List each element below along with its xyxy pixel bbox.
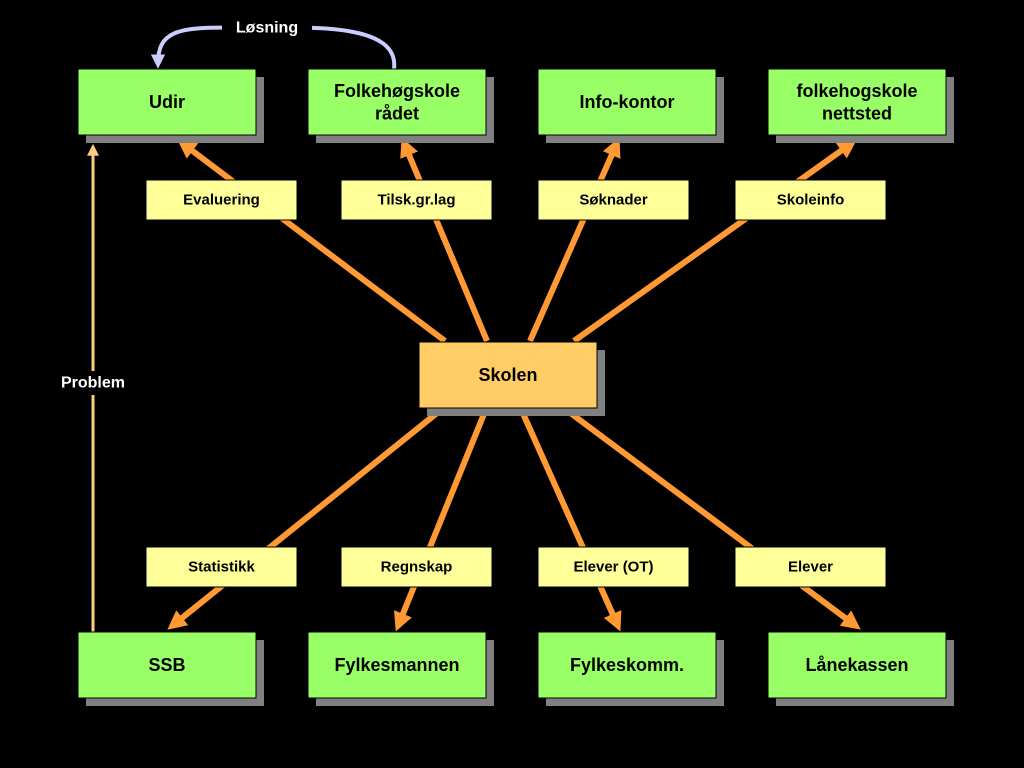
edge-label-top: Skoleinfo	[734, 179, 887, 221]
problem-label-bg	[50, 371, 136, 395]
box-label: rådet	[375, 103, 419, 123]
edge-label-top: Søknader	[537, 179, 690, 221]
node-lanekassen: Lånekassen	[767, 631, 954, 706]
box-label: Tilsk.gr.lag	[377, 192, 455, 209]
box-label: SSB	[148, 655, 185, 675]
box-shape	[537, 631, 717, 699]
edge-label-top: Tilsk.gr.lag	[340, 179, 493, 221]
box-label: nettsted	[822, 103, 892, 123]
node-fylkeskomm: Fylkeskomm.	[537, 631, 724, 706]
box-shape	[418, 341, 598, 409]
edge-label-bottom: Elever	[734, 546, 887, 588]
box-label: Elever	[788, 559, 833, 576]
node-ssb: SSB	[77, 631, 264, 706]
box-shape	[145, 546, 298, 588]
box-label: Fylkeskomm.	[570, 655, 684, 675]
box-label: Statistikk	[188, 559, 255, 576]
labels-layer: Evaluering Tilsk.gr.lag Søknader SkoleinfoS…	[50, 16, 887, 588]
losning-label-bg	[222, 16, 312, 40]
box-label: Skolen	[478, 365, 537, 385]
arrow-to-fylkesmannen	[394, 407, 489, 632]
box-shape	[77, 631, 257, 699]
arrow-to-info-kontor	[527, 137, 621, 343]
box-label: folkehogskole	[796, 81, 917, 101]
box-label: Skoleinfo	[777, 192, 845, 209]
arrow-to-ssb	[167, 406, 444, 630]
box-shape	[767, 68, 947, 136]
edge-label-bottom: Elever (OT)	[537, 546, 690, 588]
box-shape	[767, 631, 947, 699]
edge-label-bottom: Statistikk	[145, 546, 298, 588]
box-shape	[145, 179, 298, 221]
box-shape	[537, 179, 690, 221]
box-label: Folkehøgskole	[334, 81, 460, 101]
box-label: Regnskap	[381, 559, 453, 576]
arrow-to-folkehogskole-nettsted	[572, 139, 857, 344]
box-label: Elever (OT)	[573, 559, 653, 576]
arrow-to-folkehogskoleradet	[400, 137, 490, 343]
node-skolen: Skolen	[418, 341, 605, 416]
box-shape	[734, 179, 887, 221]
arrow-to-fylkeskomm	[518, 407, 622, 632]
problem-label: Problem	[61, 375, 125, 392]
box-label: Evaluering	[183, 192, 260, 209]
node-udir: Udir	[77, 68, 264, 143]
box-shape	[307, 68, 487, 136]
box-shape	[734, 546, 887, 588]
edge-label-bottom: Regnskap	[340, 546, 493, 588]
box-label: Fylkesmannen	[334, 655, 459, 675]
edge-label-top: Evaluering	[145, 179, 298, 221]
box-shape	[537, 68, 717, 136]
box-label: Søknader	[579, 192, 648, 209]
arrow-to-udir	[177, 139, 447, 344]
box-shape	[307, 631, 487, 699]
box-shape	[77, 68, 257, 136]
box-label: Info-kontor	[580, 92, 675, 112]
box-shape	[340, 546, 493, 588]
box-shape	[537, 546, 690, 588]
arrow-to-lanekassen	[563, 406, 861, 630]
node-info-kontor: Info-kontor	[537, 68, 724, 143]
node-fylkesmannen: Fylkesmannen	[307, 631, 494, 706]
box-label: Lånekassen	[805, 655, 908, 675]
box-label: Udir	[149, 92, 185, 112]
losning-label: Løsning	[236, 20, 298, 37]
box-shape	[340, 179, 493, 221]
